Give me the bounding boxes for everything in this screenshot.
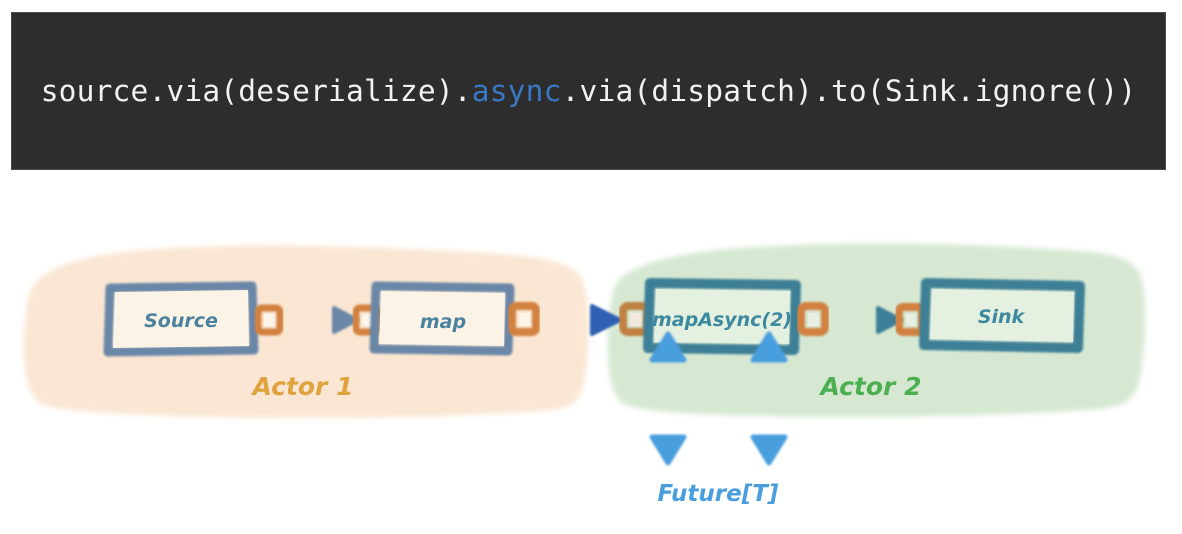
port-mapasync-out[interactable]	[797, 302, 829, 336]
pipeline-diagram: Source map mapAsync(2)	[0, 178, 1182, 534]
actor-1-label: Actor 1	[251, 372, 354, 401]
stage-sink-label: Sink	[978, 306, 1026, 328]
future-type-label: Future[T]	[658, 481, 779, 507]
stage-sink-border	[919, 278, 1085, 353]
arrow-source-to-map	[281, 306, 359, 334]
port-source-out[interactable]	[254, 304, 284, 336]
future-arrow-right	[750, 331, 788, 466]
port-map-out[interactable]	[508, 302, 540, 336]
stage-map[interactable]: map	[369, 281, 515, 356]
stage-mapasync-fill	[654, 289, 790, 344]
code-segment-plain-1: source.via(deserialize).	[40, 74, 472, 108]
stage-source-border	[103, 281, 259, 357]
stage-mapasync-label: mapAsync(2)	[652, 309, 792, 331]
stage-source-label: Source	[144, 310, 218, 332]
stage-map-fill	[379, 291, 505, 346]
stage-map-border	[369, 281, 515, 356]
code-snippet: source.via(deserialize).async.via(dispat…	[12, 74, 1165, 108]
stage-mapasync-border	[643, 278, 801, 355]
stage-map-label: map	[420, 311, 466, 333]
actor-2-label: Actor 2	[819, 372, 922, 401]
stage-mapasync[interactable]: mapAsync(2)	[643, 278, 801, 355]
stage-sink[interactable]: Sink	[919, 278, 1085, 353]
arrow-actor1-to-actor2	[540, 304, 622, 336]
stage-sink-fill	[930, 289, 1074, 342]
stage-source[interactable]: Source	[103, 281, 259, 357]
code-segment-plain-2: .via(dispatch).to(Sink.ignore())	[561, 74, 1137, 108]
code-keyword-async: async	[471, 74, 562, 108]
stage-source-fill	[113, 290, 249, 348]
port-mapasync-in[interactable]	[619, 302, 651, 336]
arrow-mapasync-to-sink	[827, 306, 903, 334]
future-arrow-left	[649, 331, 687, 466]
code-banner: source.via(deserialize).async.via(dispat…	[12, 13, 1165, 169]
port-sink-in[interactable]	[895, 303, 926, 336]
